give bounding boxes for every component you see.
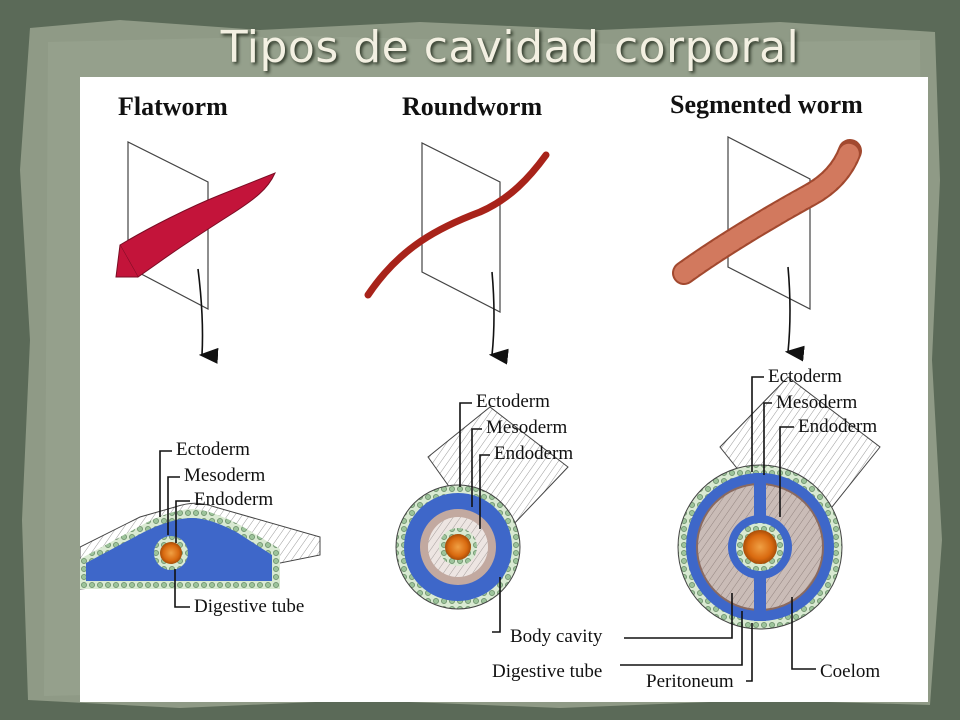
roundworm-label-ectoderm: Ectoderm [476, 391, 550, 412]
segmented-label-endoderm: Endoderm [798, 416, 877, 437]
label-coelom: Coelom [820, 661, 880, 682]
bottom-leader-lines [492, 577, 816, 682]
roundworm-cross-section [395, 406, 569, 610]
flatworm-label-mesoderm: Mesoderm [184, 465, 265, 486]
segmented-illustration [672, 136, 862, 362]
segmented-leader-lines [751, 376, 794, 517]
segmented-label-ectoderm: Ectoderm [768, 366, 842, 387]
flatworm-label-digestive-tube: Digestive tube [194, 596, 304, 617]
segmented-cross-section [677, 376, 881, 630]
body-cavity-diagram: Flatworm Ectoderm Mesoderm Endoderm Dige… [80, 90, 881, 692]
flatworm-illustration [115, 141, 276, 364]
segmented-heading: Segmented worm [670, 90, 863, 119]
roundworm-illustration [364, 142, 550, 365]
roundworm-label-endoderm: Endoderm [494, 443, 573, 464]
roundworm-heading: Roundworm [402, 92, 542, 121]
label-digestive-tube: Digestive tube [492, 661, 602, 682]
segmented-label-mesoderm: Mesoderm [776, 392, 857, 413]
roundworm-label-mesoderm: Mesoderm [486, 417, 567, 438]
flatworm-heading: Flatworm [118, 92, 228, 121]
diagram-panel: Flatworm Ectoderm Mesoderm Endoderm Dige… [80, 77, 928, 702]
label-peritoneum: Peritoneum [646, 671, 734, 692]
flatworm-label-ectoderm: Ectoderm [176, 439, 250, 460]
flatworm-leader-lines [159, 450, 190, 608]
roundworm-leader-lines [459, 402, 490, 529]
label-body-cavity: Body cavity [510, 626, 603, 647]
flatworm-label-endoderm: Endoderm [194, 489, 273, 510]
flatworm-cross-section [80, 502, 321, 590]
slide-title: Tipos de cavidad corporal [220, 22, 800, 73]
